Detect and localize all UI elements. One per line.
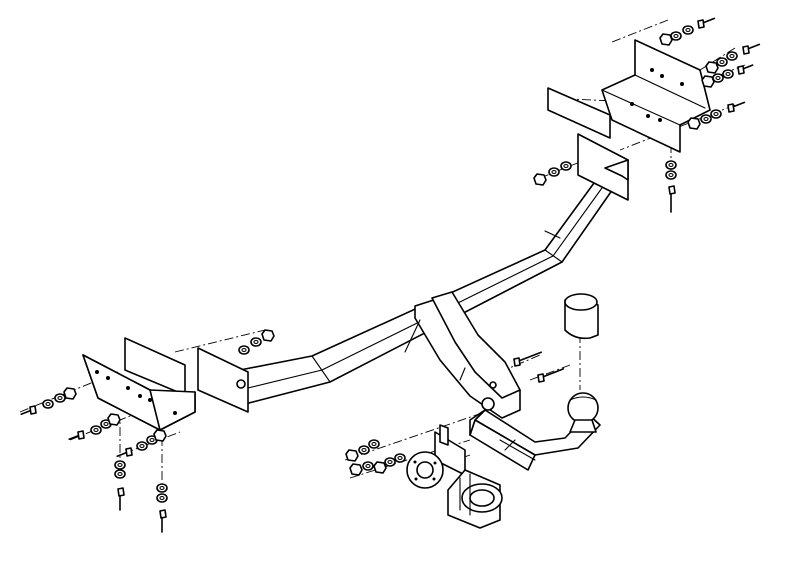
nut bbox=[107, 413, 121, 426]
washer bbox=[665, 160, 677, 170]
washer bbox=[156, 493, 168, 503]
washer bbox=[114, 460, 126, 470]
washer bbox=[726, 51, 738, 61]
washer bbox=[670, 31, 682, 41]
washer bbox=[712, 73, 724, 83]
washer bbox=[384, 457, 396, 467]
washer bbox=[700, 114, 712, 124]
washer bbox=[238, 345, 250, 355]
nut bbox=[701, 75, 715, 88]
washer bbox=[136, 441, 148, 451]
nut bbox=[533, 173, 547, 186]
nut bbox=[153, 429, 167, 442]
washer bbox=[682, 25, 694, 35]
crossbar-nut-left bbox=[236, 379, 246, 389]
nut bbox=[373, 461, 387, 474]
washer bbox=[710, 109, 722, 119]
washer bbox=[560, 161, 572, 171]
right-bracket bbox=[547, 39, 711, 153]
washer bbox=[114, 469, 126, 479]
nut bbox=[345, 449, 359, 462]
washer bbox=[716, 57, 728, 67]
tow-ball bbox=[567, 392, 599, 433]
nut bbox=[705, 61, 719, 74]
fastener-stacks bbox=[20, 17, 761, 533]
socket-plate bbox=[406, 424, 466, 489]
washer bbox=[156, 483, 168, 493]
washer bbox=[250, 337, 262, 347]
electrical-socket bbox=[447, 469, 503, 529]
left-bracket bbox=[82, 337, 196, 431]
washer bbox=[358, 445, 370, 455]
washer bbox=[362, 461, 374, 471]
ball-cover bbox=[564, 293, 599, 340]
washer bbox=[394, 453, 406, 463]
washer bbox=[90, 425, 102, 435]
bolt bbox=[515, 351, 542, 363]
tow-mount-plate bbox=[404, 291, 521, 419]
tow-plate-hole bbox=[481, 397, 495, 411]
crossbar bbox=[197, 133, 629, 413]
nut bbox=[261, 329, 275, 342]
washer bbox=[665, 170, 677, 180]
washer bbox=[722, 69, 734, 79]
nut bbox=[63, 387, 77, 400]
washer bbox=[54, 393, 66, 403]
nut bbox=[687, 117, 701, 130]
washer bbox=[42, 399, 54, 409]
nut bbox=[349, 463, 363, 476]
washer bbox=[368, 439, 380, 449]
washer bbox=[548, 167, 560, 177]
nut bbox=[659, 33, 673, 46]
